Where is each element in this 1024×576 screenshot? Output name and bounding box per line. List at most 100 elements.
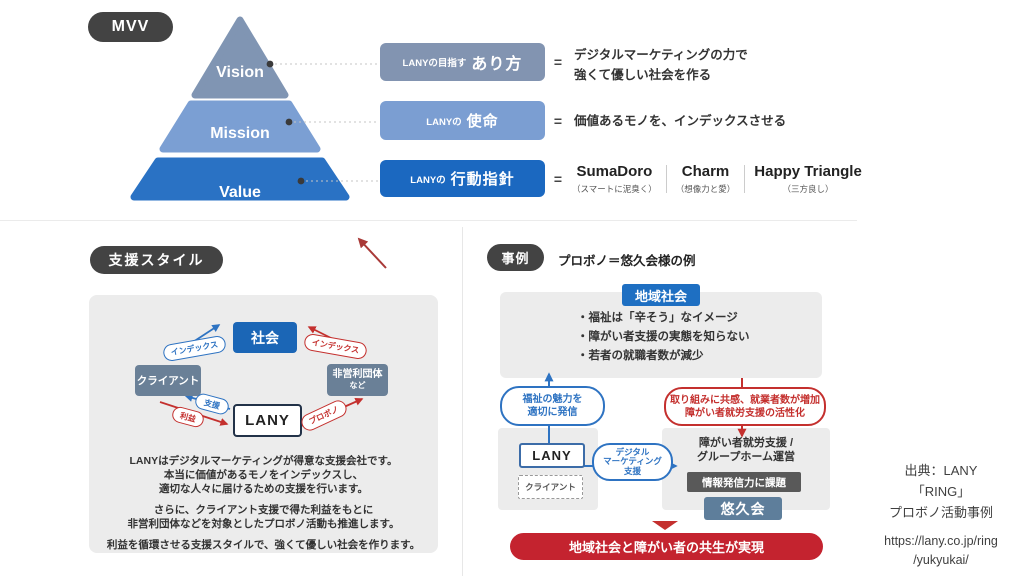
mvv-box-arikata: LANYの目指す あり方 xyxy=(380,43,545,81)
org-description: 障がい者就労支援 / グループホーム運営 xyxy=(662,436,830,464)
case-subtitle: プロボノ＝悠久会様の例 xyxy=(558,254,696,268)
connector-dot-mission xyxy=(285,118,293,126)
text-line: さらに、クライアント支援で得た利益をもとに xyxy=(153,504,374,516)
text-line: 「RING」 xyxy=(911,484,971,499)
text-line: 利益を循環させる支援スタイルで、強くて優しい社会を作ります。 xyxy=(106,539,421,551)
text-line: 強くて優しい社会を作る xyxy=(574,68,712,82)
pyramid-label-vision: Vision xyxy=(216,64,264,81)
lany-box: LANY xyxy=(233,404,302,437)
pyramid-layer-mission xyxy=(159,100,321,153)
mvv-box-shimei: LANYの 使命 xyxy=(380,101,545,140)
bullet-item: ・障がい者支援の実態を知らない xyxy=(577,331,750,343)
text-line: /yukyukai/ xyxy=(913,553,969,567)
text-line: 適切に発信 xyxy=(527,407,578,418)
text-line: デジタル xyxy=(615,446,650,457)
bullet-item: ・福祉は「辛そう」なイメージ xyxy=(577,312,738,324)
text-line: 障がい者就労支援 / xyxy=(698,437,794,449)
society-box: 社会 xyxy=(233,322,297,353)
case-client-box: クライアント xyxy=(518,475,583,499)
horizontal-divider xyxy=(0,220,857,221)
paragraph: さらに、クライアント支援で得た利益をもとに 非営利団体などを対象としたプロボノ活… xyxy=(99,503,428,531)
value-subtitle: （想像力と愛） xyxy=(675,184,736,194)
text-line: グループホーム運営 xyxy=(696,451,795,463)
source-note: 出典：LANY 「RING」 プロボノ活動事例 https://lany.co.… xyxy=(858,460,1024,570)
mvv-box-shishin: LANYの 行動指針 xyxy=(380,160,545,197)
sympathy-pill: 取り組みに共感、就業者数が増加 障がい者就労支援の活性化 xyxy=(664,387,826,426)
issue-box: 情報発信力に課題 xyxy=(687,472,801,492)
mvv-desc-vision: デジタルマーケティングの力で 強くて優しい社会を作る xyxy=(574,45,748,85)
mvv-desc-mission: 価値あるモノを、インデックスさせる xyxy=(574,111,786,131)
text-line: 出典：LANY xyxy=(904,463,978,478)
pyramid-label-value: Value xyxy=(219,184,261,201)
text-line: 価値あるモノを、インデックスさせる xyxy=(574,114,787,128)
text-line: 適切な人々に届けるための支援を行います。 xyxy=(159,483,368,495)
region-box: 地域社会 xyxy=(622,284,700,306)
value-item-sumadoro: SumaDoro （スマートに泥臭く） xyxy=(572,163,657,195)
yukyukai-box: 悠久会 xyxy=(704,497,782,520)
text-line: デジタルマーケティングの力で xyxy=(574,48,748,62)
dm-support-pill: デジタル マーケティング 支援 xyxy=(592,443,673,481)
value-name: Charm xyxy=(681,163,730,180)
connector-dot-vision xyxy=(266,60,274,68)
text-line: 本当に価値があるモノをインデックスし、 xyxy=(163,469,364,481)
text-line: 障がい者就労支援の活性化 xyxy=(685,407,805,419)
text-line: 取り組みに共感、就業者数が増加 xyxy=(670,394,820,406)
box-main: 行動指針 xyxy=(450,171,515,188)
connector-dot-value xyxy=(297,177,305,185)
value-item-charm: Charm （想像力と愛） xyxy=(676,163,736,195)
case-org-panel xyxy=(662,428,830,510)
appeal-pill: 福祉の魅力を 適切に発信 xyxy=(500,386,605,426)
nonprofit-box: 非営利団体 など xyxy=(327,364,388,396)
box-label: 地域社会 xyxy=(634,288,687,304)
equals-sign: = xyxy=(553,112,563,129)
value-item-happy-triangle: Happy Triangle （三方良し） xyxy=(754,163,862,195)
result-triangle-icon xyxy=(652,521,678,530)
vertical-divider xyxy=(462,227,463,576)
box-label: 社会 xyxy=(251,329,279,346)
box-prefix: LANYの xyxy=(410,174,446,186)
source-url: https://lany.co.jp/ring /yukyukai/ xyxy=(858,532,1024,570)
text-line: マーケティング xyxy=(603,456,662,467)
box-label: LANY xyxy=(245,412,290,429)
box-sublabel: など xyxy=(349,381,366,390)
box-prefix: LANYの目指す xyxy=(402,58,467,69)
value-subtitle: （三方良し） xyxy=(782,184,834,194)
case-badge: 事例 xyxy=(487,244,544,271)
mvv-values-row: SumaDoro （スマートに泥臭く） Charm （想像力と愛） Happy … xyxy=(572,163,862,195)
text-line: https://lany.co.jp/ring xyxy=(884,534,998,548)
text-line: 非営利団体などを対象としたプロボノ活動も推進します。 xyxy=(127,518,400,530)
mvv-badge: MVV xyxy=(88,12,173,42)
case-lany-box: LANY xyxy=(519,443,585,468)
text-line: LANYはデジタルマーケティングが得意な支援会社です。 xyxy=(129,455,398,467)
box-label: 悠久会 xyxy=(720,500,766,517)
case-top-panel xyxy=(500,292,822,378)
value-divider xyxy=(744,165,746,193)
bullet-item: ・若者の就職者数が減少 xyxy=(577,350,704,362)
pyramid-layer-vision xyxy=(191,16,289,99)
pyramid-label-mission: Mission xyxy=(210,125,270,142)
equals-sign: = xyxy=(553,54,563,70)
box-label: 非営利団体 xyxy=(332,369,383,380)
box-label: クライアント xyxy=(525,482,576,492)
box-main: 使命 xyxy=(466,113,499,130)
case-bullets: ・福祉は「辛そう」なイメージ ・障がい者支援の実態を知らない ・若者の就職者数が… xyxy=(577,309,750,366)
value-name: Happy Triangle xyxy=(754,163,862,180)
pyramid-layer-value xyxy=(130,157,350,201)
client-box: クライアント xyxy=(135,365,201,396)
text-line: 支援 xyxy=(623,465,641,476)
equals-sign: = xyxy=(553,170,563,187)
value-divider xyxy=(665,165,667,193)
paragraph: 利益を循環させる支援スタイルで、強くて優しい社会を作ります。 xyxy=(99,538,428,552)
result-banner: 地域社会と障がい者の共生が実現 xyxy=(510,533,823,560)
support-description: LANYはデジタルマーケティングが得意な支援会社です。 本当に価値があるモノをイ… xyxy=(99,454,428,559)
box-prefix: LANYの xyxy=(426,116,462,128)
value-subtitle: （スマートに泥臭く） xyxy=(572,184,657,194)
section-red-arrow xyxy=(357,237,387,269)
text-line: 福祉の魅力を xyxy=(522,394,583,405)
mvv-pyramid: Vision Mission Value xyxy=(130,16,378,201)
paragraph: LANYはデジタルマーケティングが得意な支援会社です。 本当に価値があるモノをイ… xyxy=(99,454,428,496)
support-style-badge: 支援スタイル xyxy=(90,246,223,274)
value-name: SumaDoro xyxy=(576,163,653,180)
box-label: クライアント xyxy=(136,375,200,387)
